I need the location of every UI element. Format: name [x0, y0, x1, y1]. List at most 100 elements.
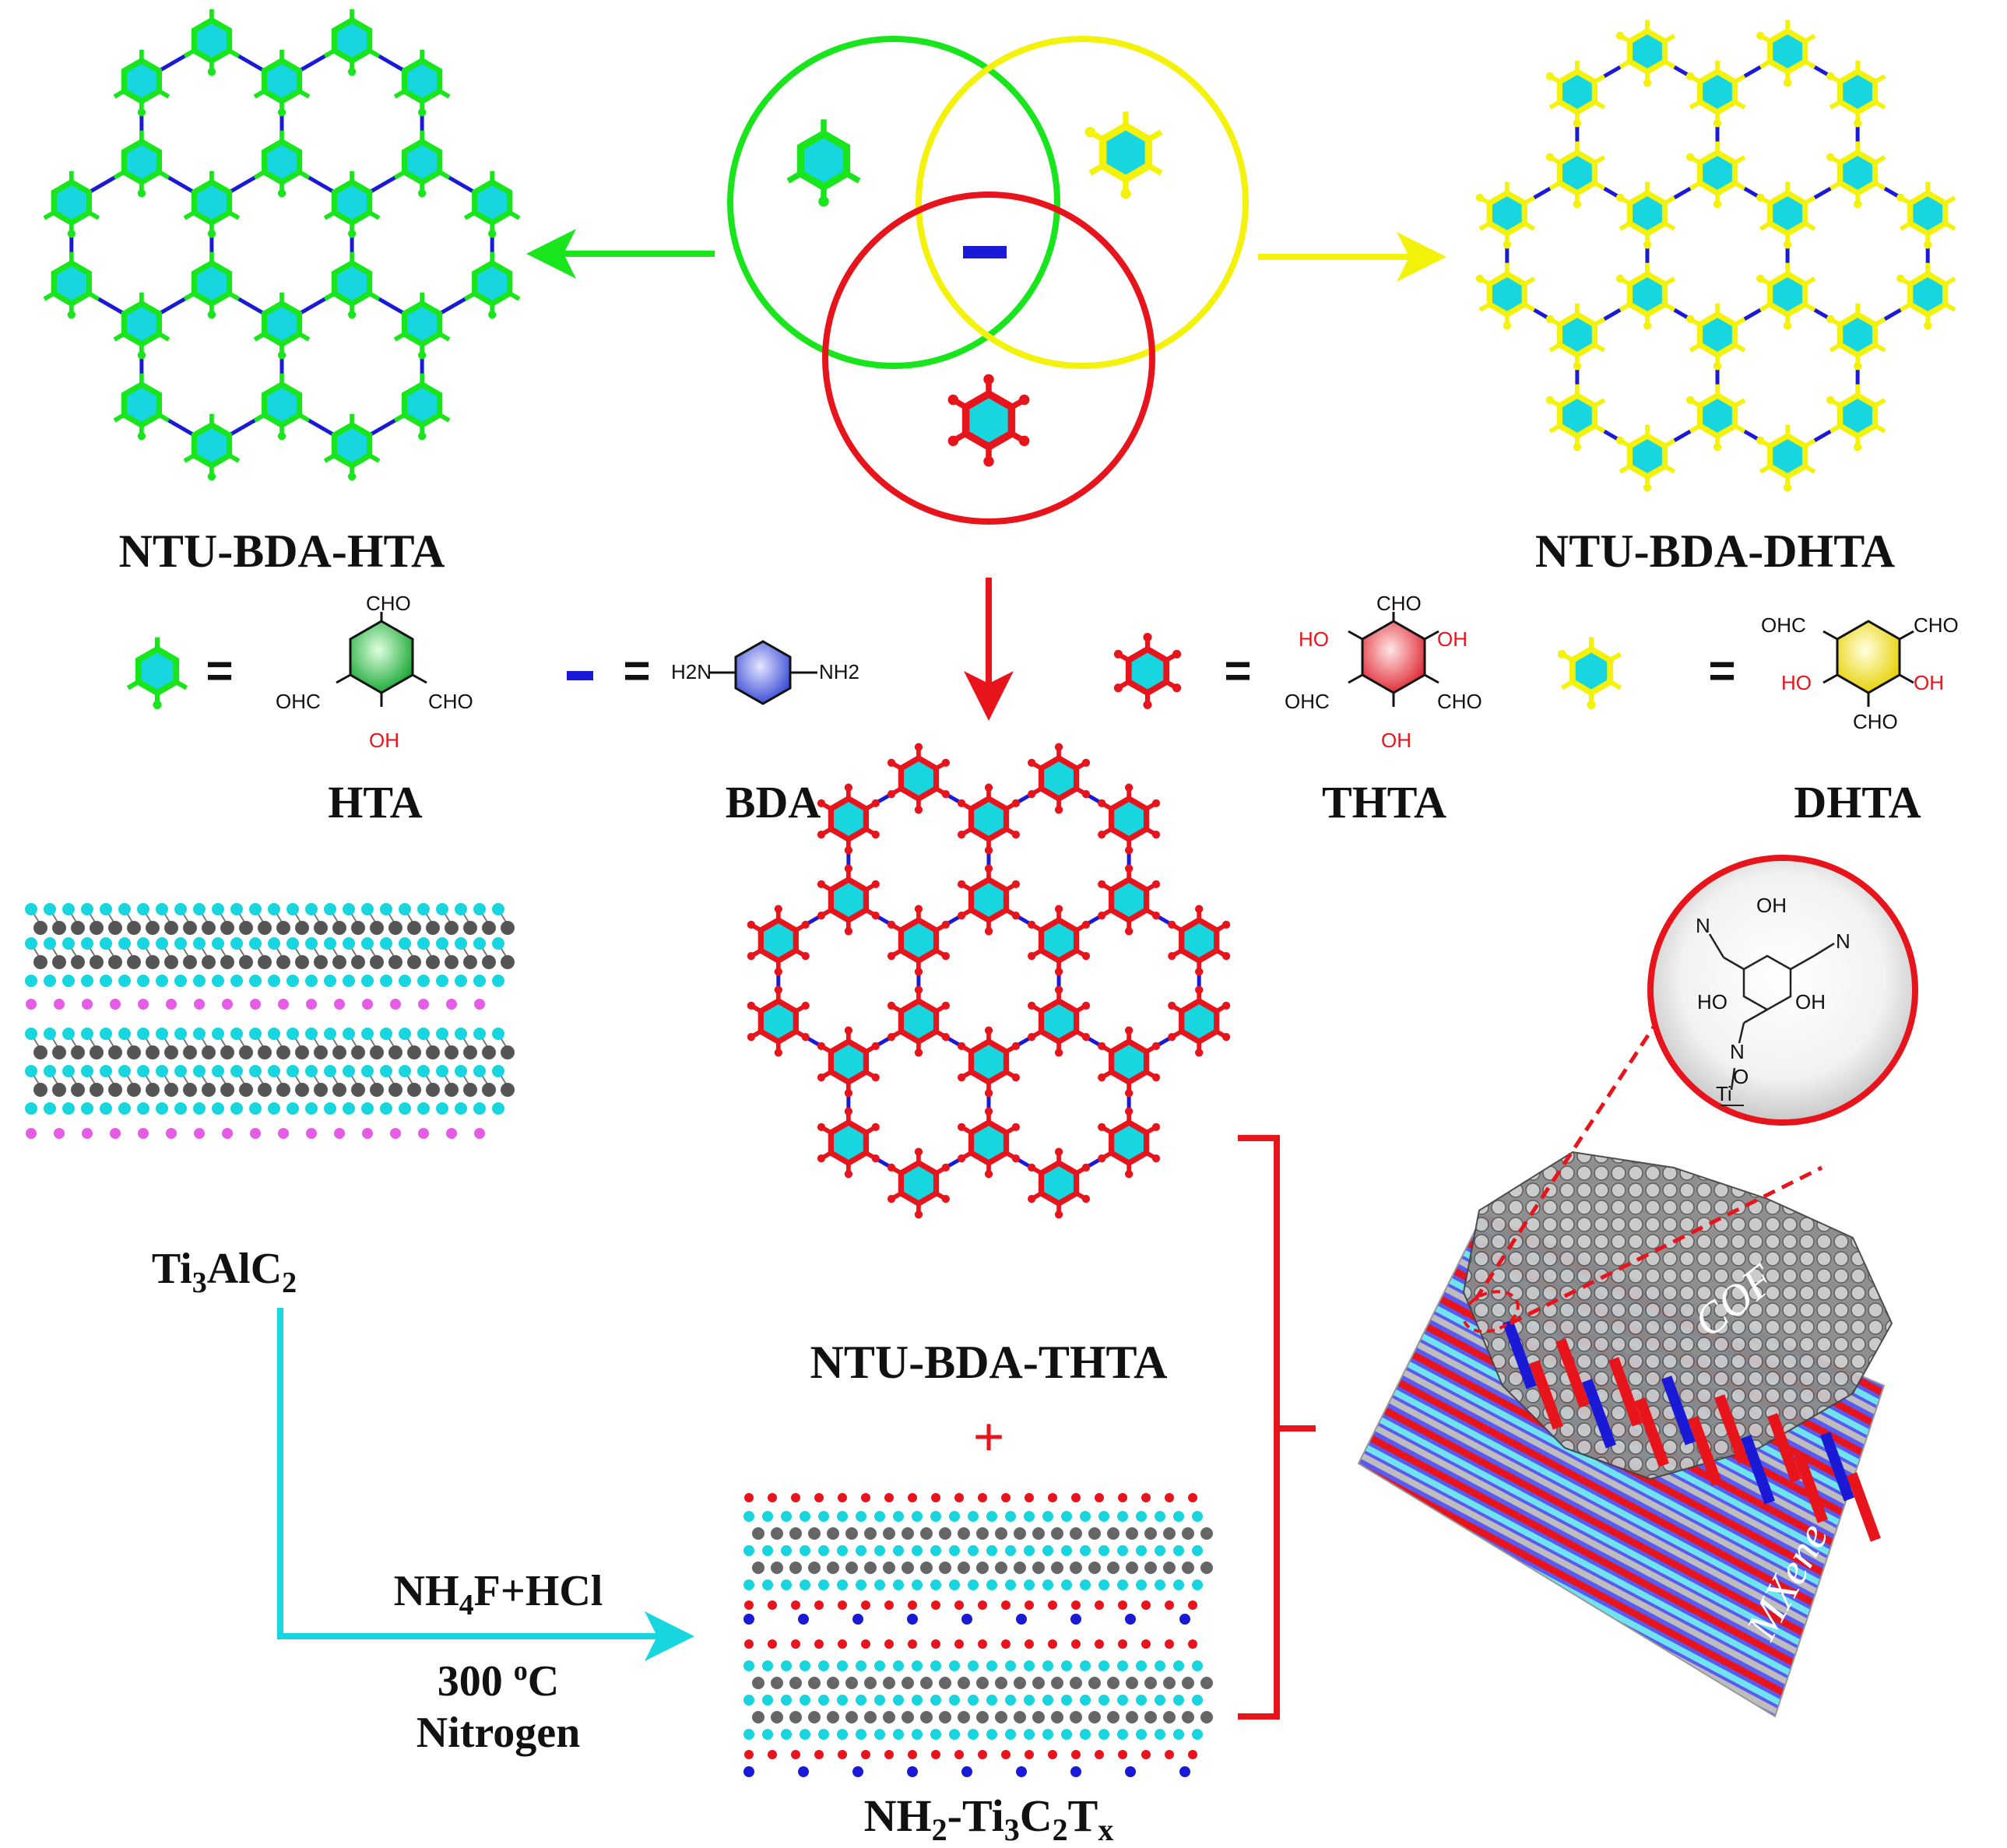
monomer-node	[393, 49, 451, 117]
o-row	[744, 1600, 1197, 1610]
zoom-spot	[1462, 1290, 1520, 1333]
monomer-node	[323, 170, 381, 238]
monomer-node	[1028, 1147, 1091, 1219]
atmosphere-label: Nitrogen	[417, 1709, 581, 1757]
hta-equals: =	[206, 645, 233, 697]
thta-oh-tr: OH	[1437, 627, 1467, 651]
hta-cho-left: OHC	[276, 690, 321, 713]
dhta-structure: OHC CHO HO OH CHO	[1761, 613, 1959, 733]
ti-row	[743, 1579, 1203, 1590]
monomer-node	[887, 905, 950, 976]
zoom-inset: N OH N HO OH N O Ti	[1647, 855, 1918, 1126]
c-row	[33, 955, 515, 969]
monomer-node	[1896, 262, 1956, 330]
venn-circle-hta	[727, 36, 1060, 369]
monomer-node	[1826, 384, 1886, 451]
inset-n2: N	[1836, 929, 1851, 953]
pillar	[1635, 1397, 1669, 1467]
inset-ti: Ti	[1716, 1082, 1732, 1105]
monomer-node	[957, 864, 1021, 936]
monomer-node	[1168, 905, 1231, 976]
hta-cof-network	[43, 9, 521, 481]
pillar	[1714, 1394, 1749, 1464]
monomer-node	[747, 985, 810, 1057]
monomer-node	[1756, 19, 1816, 87]
cof-walls	[1462, 1151, 1893, 1481]
monomer-node	[1545, 141, 1606, 209]
monomer-node	[323, 251, 381, 319]
monomer-node	[183, 251, 241, 319]
cof-mxene-composite: COF MXene	[1357, 1018, 1893, 1718]
hta-cho-top: CHO	[366, 592, 411, 615]
monomer-node	[43, 170, 100, 238]
nh2-mxene-label: NH2-Ti3C2Tx	[864, 1790, 1114, 1847]
monomer-node	[1826, 303, 1886, 371]
monomer-node	[463, 170, 521, 238]
hta-legend-icon	[126, 637, 188, 709]
bda-legend-icon	[567, 671, 593, 680]
hta-oh: OH	[369, 729, 399, 752]
monomer-node	[1756, 262, 1816, 330]
monomer-node	[947, 374, 1030, 467]
thta-label: THTA	[1322, 777, 1446, 827]
ti-row	[743, 1545, 1203, 1556]
thta-monomer-icon	[947, 374, 1030, 467]
c-row	[33, 1045, 515, 1059]
zoom-line-1	[1473, 1018, 1661, 1302]
pillar	[1582, 1379, 1616, 1449]
monomer-node	[253, 292, 311, 360]
monomer-node	[1685, 60, 1746, 128]
inset-ho-left: HO	[1697, 990, 1728, 1014]
thta-cho-top: CHO	[1376, 592, 1422, 615]
bda-structure: H2N NH2	[671, 640, 859, 705]
thta-oh-bottom: OH	[1381, 729, 1411, 752]
ti-row	[25, 937, 508, 960]
temperature-label: 300 oC	[438, 1655, 559, 1706]
monomer-node	[747, 905, 810, 976]
ti-row	[743, 1511, 1203, 1522]
monomer-legend: = CHO OHC CHO OH = H2N NH2 =	[126, 592, 1959, 752]
pillar	[1555, 1338, 1590, 1408]
inset-n1: N	[1696, 914, 1710, 937]
monomer-node	[1475, 181, 1536, 249]
inset-oh-right: OH	[1795, 990, 1826, 1014]
monomer-node	[1028, 905, 1091, 976]
thta-cof-label: NTU-BDA-THTA	[810, 1337, 1168, 1388]
monomer-node	[817, 783, 880, 855]
monomer-node	[323, 413, 381, 481]
pillar	[1661, 1375, 1696, 1446]
monomer-node	[253, 130, 311, 198]
monomer-node	[183, 170, 241, 238]
monomer-node	[253, 373, 311, 441]
dhta-legend-icon	[1557, 637, 1622, 709]
dhta-cho-bottom: CHO	[1853, 710, 1898, 733]
cof-pillars	[1502, 1319, 1881, 1542]
c-row	[33, 1083, 515, 1097]
monomer-node	[1028, 985, 1091, 1057]
c-row	[752, 1711, 1213, 1723]
monomer-node	[113, 292, 170, 360]
monomer-node	[957, 783, 1021, 855]
ti-row	[743, 1660, 1203, 1671]
hta-monomer-icon	[786, 119, 861, 207]
thta-cho-left: OHC	[1285, 690, 1330, 713]
venn-circle-thta	[822, 191, 1155, 525]
etching-arrow	[277, 1308, 694, 1661]
pillar	[1793, 1453, 1828, 1523]
monomer-node	[113, 130, 170, 198]
monomer-node	[1545, 60, 1606, 128]
monomer-node	[1826, 60, 1886, 128]
monomer-node	[887, 743, 950, 814]
monomer-node	[1168, 985, 1231, 1057]
monomer-node	[1098, 1026, 1161, 1098]
pillar	[1608, 1357, 1643, 1427]
monomer-node	[786, 119, 861, 207]
dhta-cof-network	[1475, 19, 1956, 492]
c-row	[752, 1527, 1213, 1540]
o-row	[744, 1639, 1197, 1649]
monomer-node	[1113, 633, 1182, 709]
monomer-node	[1826, 141, 1886, 209]
monomer-node	[43, 251, 100, 319]
pillar	[1528, 1360, 1563, 1430]
thta-oh-tl: HO	[1299, 627, 1329, 651]
